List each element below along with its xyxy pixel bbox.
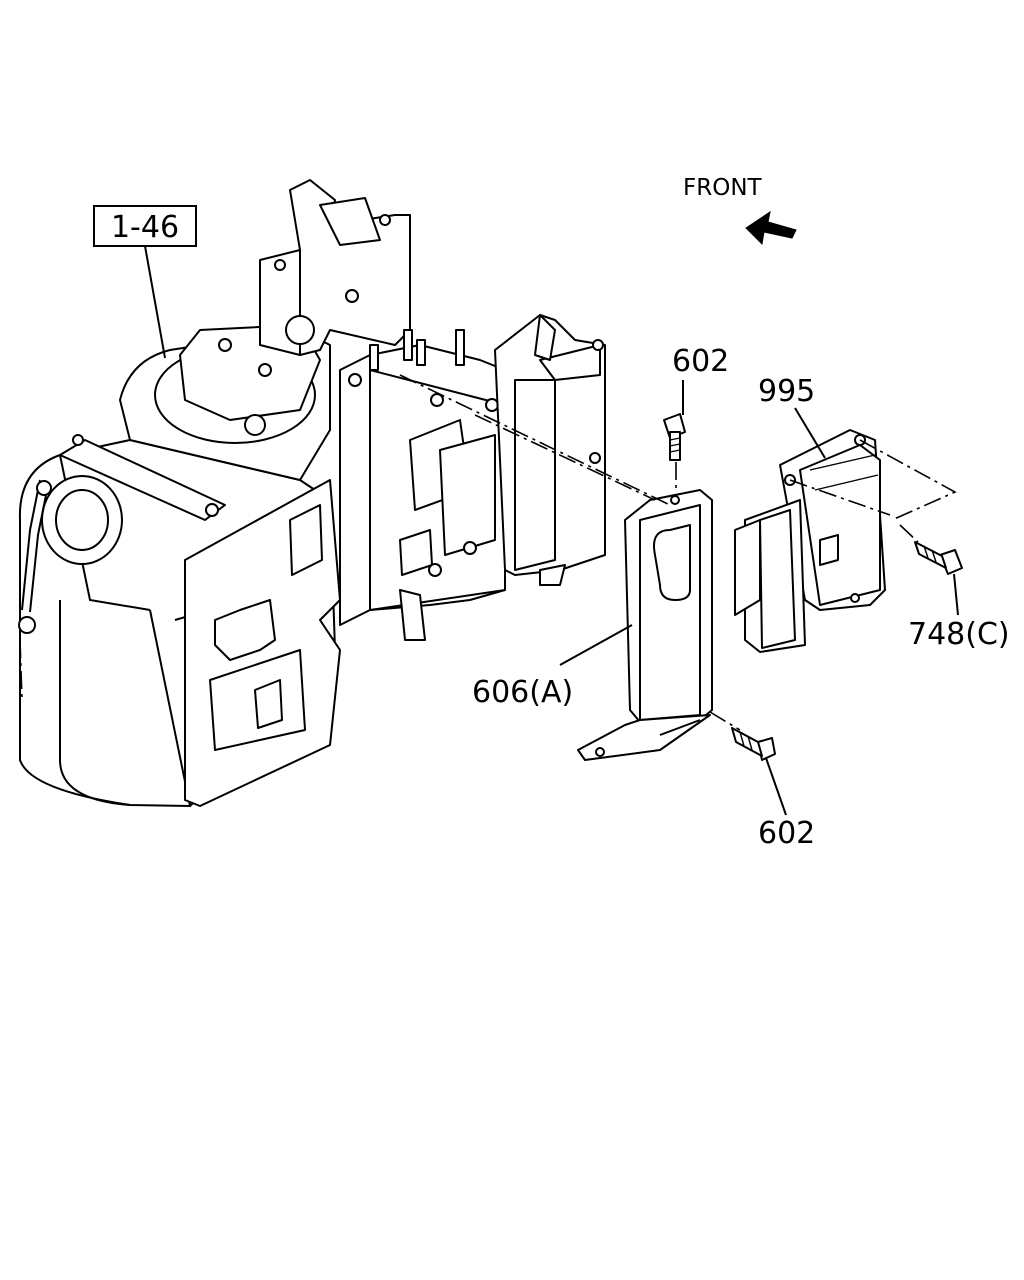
bolt-602-bottom — [731, 727, 776, 761]
callout-602-top[interactable]: 602 — [672, 344, 729, 379]
front-indicator: FRONT — [683, 175, 797, 246]
reference-callout: 1-46 — [93, 205, 197, 359]
front-label: FRONT — [683, 175, 763, 201]
alignment-lines — [19, 374, 957, 731]
callout-606a[interactable]: 606(A) — [472, 675, 573, 710]
callouts: 602 995 748(C) 606(A) 602 — [472, 344, 1010, 851]
bracket-606a — [577, 489, 713, 761]
front-arrow-icon — [745, 210, 797, 246]
callout-995[interactable]: 995 — [758, 374, 815, 409]
callout-602-bottom[interactable]: 602 — [758, 816, 815, 851]
callout-748c[interactable]: 748(C) — [908, 617, 1010, 652]
mounting-frame — [259, 179, 606, 641]
ecm-module-995 — [734, 429, 886, 653]
reference-box[interactable] — [93, 205, 197, 247]
fuel-tank-assembly — [18, 324, 341, 807]
bolt-602-top — [663, 413, 686, 461]
bolt-748c — [914, 541, 963, 575]
reference-label: 1-46 — [111, 210, 179, 245]
